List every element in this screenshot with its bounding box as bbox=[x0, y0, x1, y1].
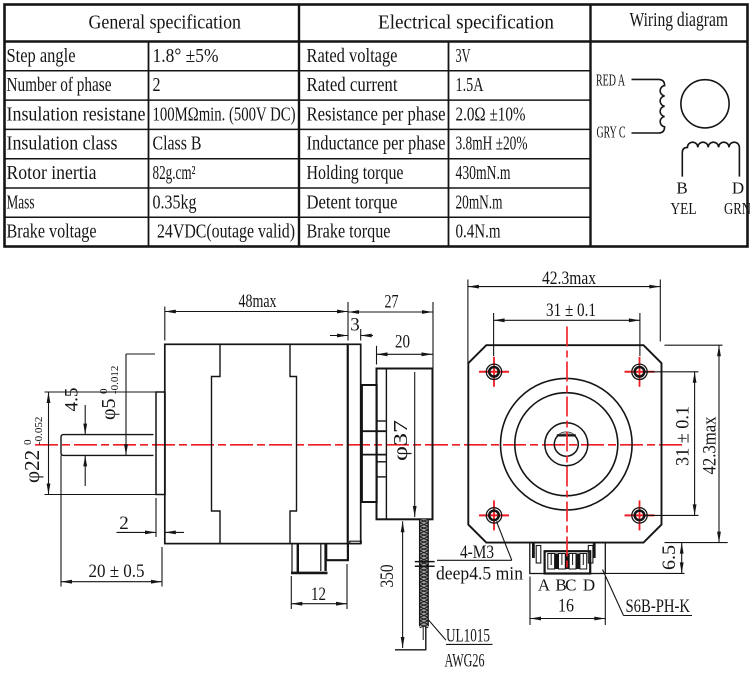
svg-text:-0.012: -0.012 bbox=[109, 366, 121, 394]
svg-text:-0.052: -0.052 bbox=[33, 417, 45, 445]
svg-text:Resistance per phase: Resistance per phase bbox=[307, 103, 446, 125]
svg-text:31 ± 0.1: 31 ± 0.1 bbox=[546, 300, 596, 321]
svg-text:Detent torque: Detent torque bbox=[307, 191, 398, 213]
svg-text:82g.cm²: 82g.cm² bbox=[153, 162, 196, 184]
svg-text:Mass: Mass bbox=[7, 191, 35, 213]
svg-text:RED A: RED A bbox=[596, 71, 625, 90]
svg-text:27: 27 bbox=[385, 292, 399, 313]
svg-text:Electrical specification: Electrical specification bbox=[378, 12, 554, 34]
svg-text:42.3max: 42.3max bbox=[700, 416, 721, 474]
svg-text:Holding torque: Holding torque bbox=[307, 162, 404, 184]
svg-text:Class B: Class B bbox=[153, 133, 202, 155]
svg-text:3: 3 bbox=[350, 315, 360, 336]
svg-text:Inductance per phase: Inductance per phase bbox=[307, 133, 446, 155]
svg-text:φ22: φ22 bbox=[20, 450, 44, 483]
svg-text:YEL: YEL bbox=[671, 199, 697, 218]
svg-text:42.3max: 42.3max bbox=[542, 268, 596, 289]
svg-text:Number of phase: Number of phase bbox=[7, 74, 112, 96]
svg-text:0.4N.m: 0.4N.m bbox=[456, 221, 501, 243]
svg-text:20: 20 bbox=[395, 332, 410, 353]
svg-text:Rotor inertia: Rotor inertia bbox=[7, 162, 97, 184]
svg-text:100MΩmin. (500V DC): 100MΩmin. (500V DC) bbox=[153, 103, 296, 125]
svg-text:GRN: GRN bbox=[724, 199, 750, 218]
svg-text:4.5: 4.5 bbox=[61, 388, 82, 412]
svg-text:2: 2 bbox=[153, 74, 161, 96]
svg-text:A: A bbox=[538, 576, 551, 595]
svg-text:φ5: φ5 bbox=[98, 398, 120, 420]
svg-text:16: 16 bbox=[558, 596, 574, 617]
svg-text:S6B-PH-K: S6B-PH-K bbox=[626, 596, 691, 617]
svg-text:0: 0 bbox=[22, 439, 34, 445]
svg-text:1.5A: 1.5A bbox=[456, 74, 484, 96]
svg-text:12: 12 bbox=[311, 584, 326, 605]
svg-text:D: D bbox=[732, 179, 744, 198]
svg-text:C: C bbox=[565, 576, 576, 595]
svg-text:24VDC(outage valid): 24VDC(outage valid) bbox=[157, 221, 295, 243]
svg-text:Rated current: Rated current bbox=[307, 74, 398, 96]
svg-text:0: 0 bbox=[98, 388, 110, 394]
svg-text:6.5: 6.5 bbox=[659, 545, 680, 570]
svg-text:20 ± 0.5: 20 ± 0.5 bbox=[89, 561, 145, 582]
svg-text:B: B bbox=[555, 576, 566, 595]
svg-text:1.8° ±5%: 1.8° ±5% bbox=[153, 45, 219, 67]
svg-text:31 ± 0.1: 31 ± 0.1 bbox=[672, 406, 693, 466]
svg-text:Insulation resistane: Insulation resistane bbox=[7, 103, 146, 125]
svg-text:B: B bbox=[676, 179, 687, 198]
svg-text:48max: 48max bbox=[239, 291, 277, 312]
svg-text:4-M3: 4-M3 bbox=[460, 542, 494, 563]
svg-text:2.0Ω ±10%: 2.0Ω ±10% bbox=[456, 103, 526, 125]
svg-text:Step angle: Step angle bbox=[7, 45, 76, 67]
svg-text:General specification: General specification bbox=[89, 12, 242, 34]
svg-text:φ37: φ37 bbox=[390, 420, 412, 461]
svg-text:AWG26: AWG26 bbox=[445, 651, 485, 672]
svg-text:Wiring diagram: Wiring diagram bbox=[630, 9, 729, 31]
svg-text:UL1015: UL1015 bbox=[446, 626, 490, 647]
svg-text:2: 2 bbox=[119, 513, 129, 534]
svg-text:0.35kg: 0.35kg bbox=[153, 191, 197, 213]
svg-text:Rated voltage: Rated voltage bbox=[307, 45, 398, 67]
svg-text:3V: 3V bbox=[456, 45, 471, 67]
svg-text:350: 350 bbox=[377, 565, 398, 588]
svg-text:Brake voltage: Brake voltage bbox=[7, 221, 97, 243]
svg-text:430mN.m: 430mN.m bbox=[456, 162, 511, 184]
svg-text:D: D bbox=[583, 576, 595, 595]
svg-text:Insulation class: Insulation class bbox=[7, 133, 118, 155]
svg-text:20mN.m: 20mN.m bbox=[456, 191, 503, 213]
svg-text:Brake torque: Brake torque bbox=[307, 221, 391, 243]
svg-text:3.8mH ±20%: 3.8mH ±20% bbox=[456, 133, 528, 155]
svg-text:GRY C: GRY C bbox=[597, 123, 626, 142]
svg-text:deep4.5 min: deep4.5 min bbox=[436, 564, 523, 585]
